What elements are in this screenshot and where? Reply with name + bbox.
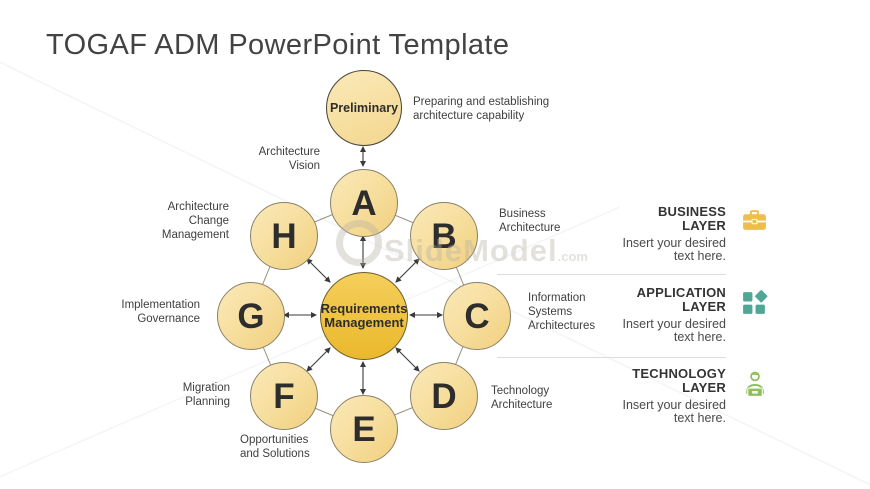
- phase-letter: C: [464, 296, 490, 336]
- phase-letter: G: [237, 296, 265, 336]
- requirements-management-label: Requirements Management: [320, 301, 408, 330]
- business-layer-title: BUSINESS LAYER: [657, 204, 726, 233]
- phase-circle-f: F: [250, 362, 318, 430]
- phase-letter: E: [352, 409, 376, 449]
- business-layer-body: Insert your desired text here.: [622, 236, 726, 263]
- technology-layer-body: Insert your desired text here.: [622, 398, 726, 425]
- phase-letter: H: [271, 216, 297, 256]
- phase-letter: A: [351, 183, 377, 223]
- phase-circle-d: D: [410, 362, 478, 430]
- phase-label-opportunities-solutions: Opportunities and Solutions: [240, 434, 310, 460]
- phase-label-implementation-governance: Implementation Governance: [121, 299, 200, 325]
- layer-row-application: APPLICATION LAYER Insert your desired te…: [478, 286, 782, 343]
- layer-row-technology: TECHNOLOGY LAYER Insert your desired tex…: [478, 367, 782, 424]
- phase-circle-e: E: [330, 395, 398, 463]
- layer-divider: [497, 274, 726, 275]
- preliminary-circle: Preliminary: [326, 70, 402, 146]
- briefcase-icon: [742, 210, 766, 230]
- phase-label-migration-planning: Migration Planning: [182, 382, 230, 408]
- layer-divider: [497, 357, 726, 358]
- phase-circle-c: C: [443, 282, 511, 350]
- technology-layer-title: TECHNOLOGY LAYER: [632, 366, 726, 395]
- app-grid-icon: [742, 290, 767, 314]
- phase-label-information-systems: Information Systems Architectures: [528, 292, 596, 332]
- phase-label-architecture-change-management: Architecture Change Management: [161, 201, 229, 241]
- developer-icon: [745, 371, 764, 397]
- application-layer-title: APPLICATION LAYER: [636, 285, 726, 314]
- phase-letter: B: [431, 216, 457, 256]
- page-title: TOGAF ADM PowerPoint Template: [46, 29, 510, 61]
- phase-letter: D: [431, 376, 457, 416]
- layer-row-business: BUSINESS LAYER Insert your desired text …: [478, 205, 782, 262]
- phase-label-technology-architecture: Technology Architecture: [491, 385, 553, 411]
- phase-circle-b: B: [410, 202, 478, 270]
- phase-circle-h: H: [250, 202, 318, 270]
- phase-label-business-architecture: Business Architecture: [499, 208, 561, 234]
- preliminary-description: Preparing and establishing architecture …: [413, 96, 550, 122]
- phase-letter: F: [273, 376, 295, 416]
- requirements-management-circle: Requirements Management: [320, 272, 408, 360]
- preliminary-label: Preliminary: [329, 101, 399, 115]
- phase-circle-g: G: [217, 282, 285, 350]
- application-layer-body: Insert your desired text here.: [622, 317, 726, 344]
- phase-circle-a: A: [330, 169, 398, 237]
- phase-label-architecture-vision: Architecture Vision: [258, 146, 320, 172]
